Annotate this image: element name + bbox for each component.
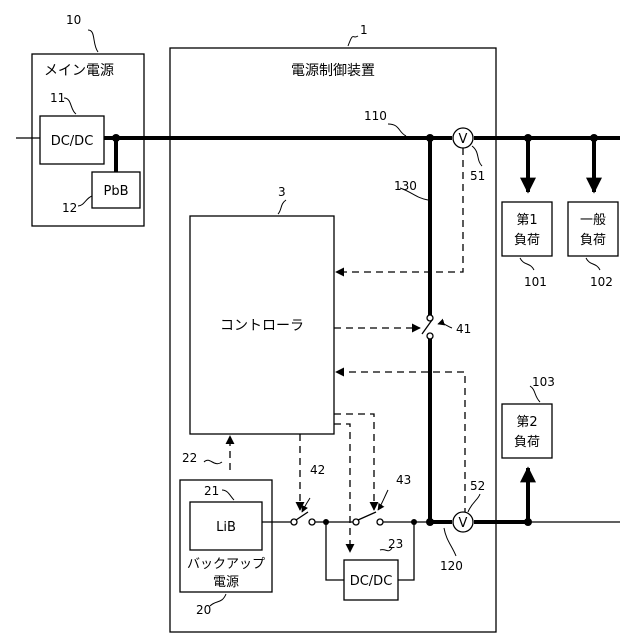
lib-ref: 21: [204, 484, 219, 498]
load-101-label-line2: 負荷: [514, 233, 540, 248]
dcdc-main-ref: 11: [50, 91, 65, 105]
main-power-ref: 10: [66, 13, 81, 27]
controller-block: コントローラ: [190, 216, 334, 434]
line-120-ref: 120: [440, 559, 463, 573]
dcdc-backup-ref: 23: [388, 537, 403, 551]
dcdc-backup-block: DC/DC: [344, 560, 398, 600]
backup-power-label-line2: 電源: [213, 575, 239, 590]
sensor-52-ref: 52: [470, 479, 485, 493]
switch-43-ref: 43: [396, 473, 411, 487]
lib-label: LiB: [216, 520, 236, 535]
load-102-ref: 102: [590, 275, 613, 289]
sensor-51-symbol: V: [459, 132, 468, 147]
load-102-block: 一般 負荷: [568, 202, 618, 256]
lib-block: LiB: [190, 502, 262, 550]
load-103-ref: 103: [532, 375, 555, 389]
load-102-label-line2: 負荷: [580, 233, 606, 248]
pbb-label: PbB: [103, 184, 128, 199]
pbb-block: PbB: [92, 172, 140, 208]
load-101-label-line1: 第1: [516, 213, 537, 228]
dcdc-backup-label: DC/DC: [350, 574, 393, 589]
dcdc-main-label: DC/DC: [51, 134, 94, 149]
power-control-device-label: 電源制御装置: [291, 63, 375, 79]
line-110-ref: 110: [364, 109, 387, 123]
load-103-label-line2: 負荷: [514, 435, 540, 450]
load-102-label-line1: 一般: [580, 212, 606, 228]
dcdc-main-block: DC/DC: [40, 116, 104, 164]
main-power-label: メイン電源: [44, 63, 114, 79]
switch-41-ref: 41: [456, 322, 471, 336]
line-130-ref: 130: [394, 179, 417, 193]
power-control-device-ref: 1: [360, 23, 368, 37]
load-103-block: 第2 負荷: [502, 404, 552, 458]
pbb-ref: 12: [62, 201, 77, 215]
controller-label: コントローラ: [220, 318, 304, 334]
controller-ref: 3: [278, 185, 286, 199]
switch-42-ref: 42: [310, 463, 325, 477]
sensor-52-symbol: V: [459, 516, 468, 531]
load-101-block: 第1 負荷: [502, 202, 552, 256]
load-101-ref: 101: [524, 275, 547, 289]
voltage-sensor-52: V: [453, 512, 473, 532]
voltage-sensor-51: V: [453, 128, 473, 148]
backup-power-label-line1: バックアップ: [187, 557, 265, 572]
sensor-51-ref: 51: [470, 169, 485, 183]
load-103-label-line1: 第2: [516, 415, 537, 430]
backup-power-ref: 20: [196, 603, 211, 617]
signal-22-ref: 22: [182, 451, 197, 465]
